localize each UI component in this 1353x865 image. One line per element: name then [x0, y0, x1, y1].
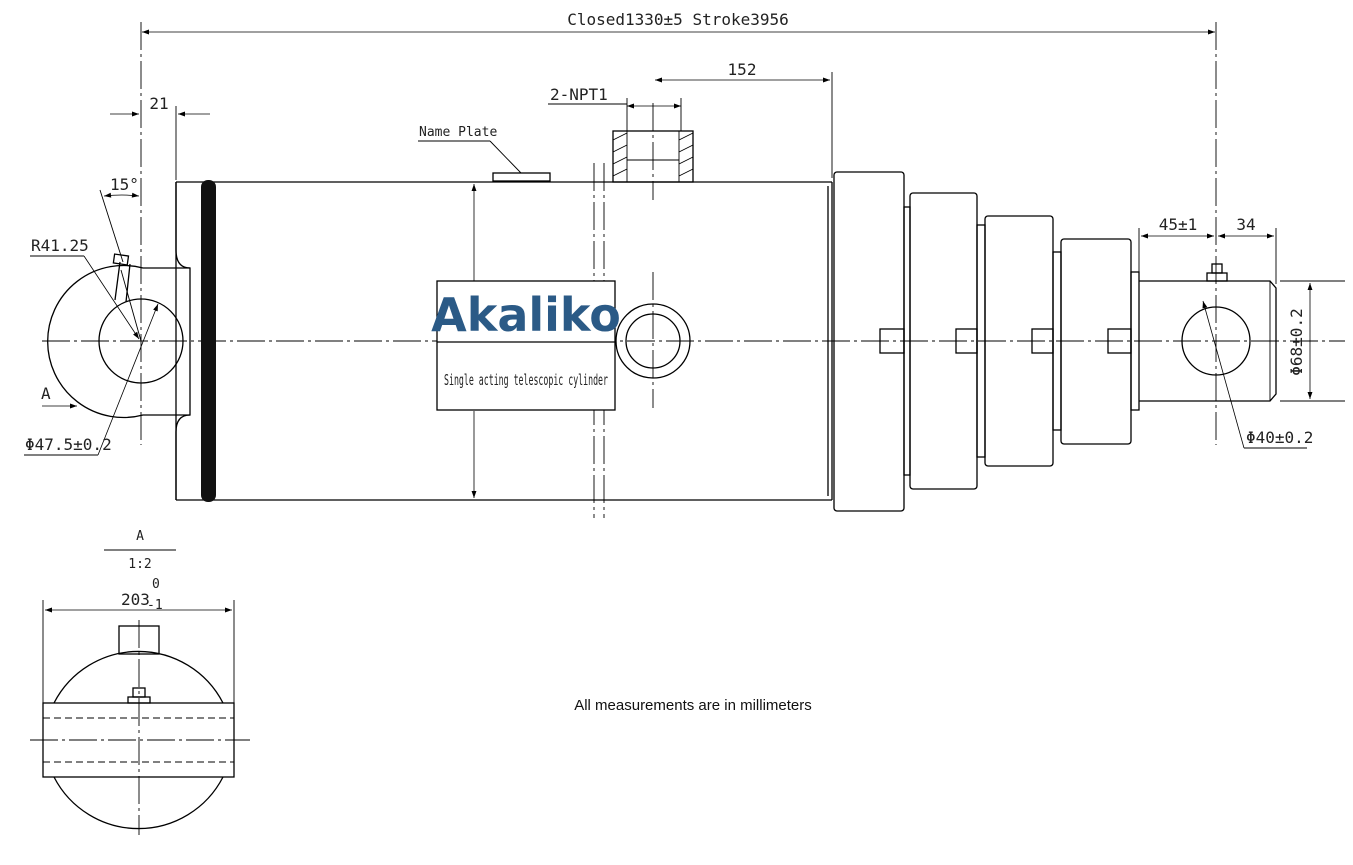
weld-bead — [201, 180, 216, 502]
base-eye — [47, 22, 191, 500]
dim-base-pin-bore: Φ47.5±0.2 — [25, 435, 112, 454]
name-plate — [492, 172, 551, 182]
oil-port-top — [612, 103, 694, 200]
dim-eye-offset: 21 — [149, 94, 168, 113]
dim-section-width: 203 — [121, 590, 150, 609]
dim-rod-pin-bore: Φ40±0.2 — [1246, 428, 1313, 447]
oil-port-side — [615, 272, 691, 408]
grease-nipple-base — [112, 253, 142, 342]
dim-overall: Closed1330±5 Stroke3956 — [567, 10, 789, 29]
name-plate-label: Name Plate — [419, 125, 497, 140]
telescopic-stages — [833, 171, 1140, 512]
dim-ports: 2-NPT1 — [550, 85, 608, 104]
dim-grease-angle: 15° — [110, 175, 139, 194]
section-title: A — [136, 529, 144, 544]
dim-section-tol-upper: 0 — [152, 577, 160, 592]
dim-port-offset: 152 — [728, 60, 757, 79]
rod-eye — [1139, 22, 1277, 445]
stage-4 — [1060, 238, 1132, 445]
brand-logo: Akaliko — [431, 288, 621, 342]
section-scale: 1:2 — [128, 557, 151, 572]
cylinder-barrel — [175, 180, 833, 502]
dim-rod-eye-end: 34 — [1236, 215, 1255, 234]
section-view-a: A 1:2 203 0 -1 — [30, 529, 250, 835]
dim-rod-eye-offset: 45±1 — [1159, 215, 1198, 234]
dim-rod-diameter: Φ68±0.2 — [1287, 308, 1306, 375]
brand-subtitle: Single acting telescopic cylinder — [444, 371, 608, 389]
dim-section-tol-lower: -1 — [147, 598, 163, 613]
view-arrow-label: A — [41, 384, 51, 403]
dim-eye-radius: R41.25 — [31, 236, 89, 255]
stage-1 — [833, 171, 905, 512]
brand-box: Akaliko Single acting telescopic cylinde… — [431, 280, 621, 411]
units-note: All measurements are in millimeters — [574, 697, 812, 714]
